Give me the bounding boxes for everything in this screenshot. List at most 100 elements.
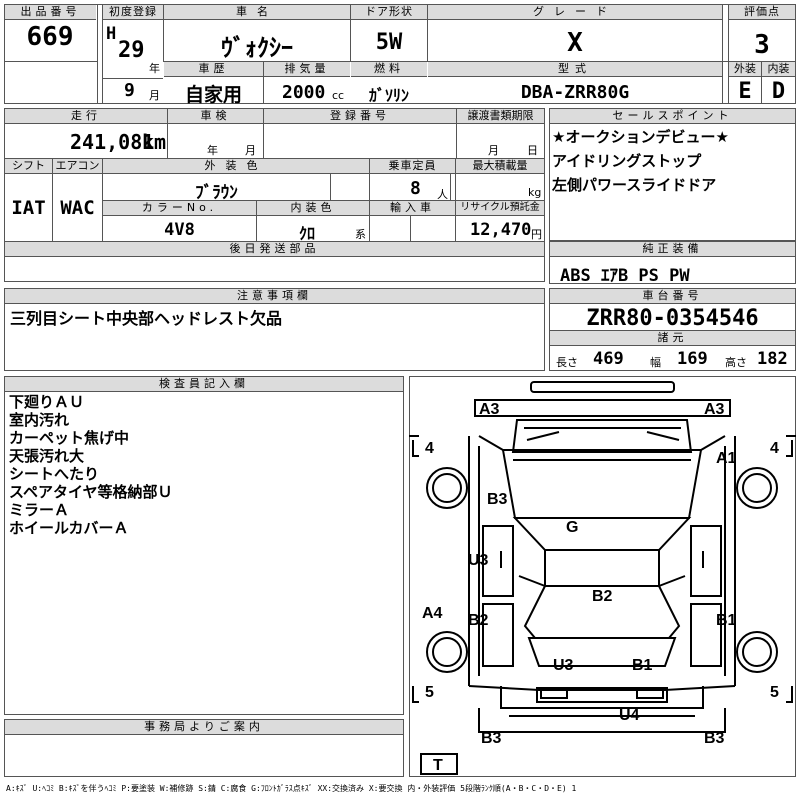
- capacity: 8: [410, 178, 421, 199]
- color-label: 外装色: [103, 159, 369, 174]
- tire-fl: 4: [425, 440, 434, 457]
- fuel: ｶﾞｿﾘﾝ: [368, 86, 409, 105]
- spec-label: 諸元: [550, 331, 795, 346]
- transfer-month-unit: 月: [488, 144, 499, 157]
- grade-label: グレード: [428, 5, 722, 20]
- inspector-line-5: シートへたり: [9, 465, 100, 483]
- inspector-line-3: カーペット焦げ中: [9, 429, 130, 447]
- color-no-label: カラーNo.: [103, 201, 256, 216]
- sales-points-block: [549, 108, 796, 241]
- office-label: 事務局よりご案内: [5, 720, 403, 735]
- lot-no-label: 出品番号: [5, 5, 96, 20]
- shift: IAT: [11, 197, 46, 219]
- interior-color-unit: 系: [355, 228, 366, 241]
- mileage: 241,081: [70, 130, 155, 154]
- interior-label: 内装: [762, 62, 795, 77]
- notes-value: 三列目シート中央部ヘッドレスト欠品: [10, 309, 283, 328]
- load-unit: kg: [528, 186, 542, 199]
- month: 9: [124, 80, 135, 101]
- exterior-label: 外装: [729, 62, 761, 77]
- color-no: 4V8: [164, 220, 195, 240]
- notes-block: [4, 288, 545, 371]
- mark-g: G: [566, 519, 579, 536]
- notes-label: 注意事項欄: [5, 289, 544, 304]
- width: 169: [677, 349, 708, 369]
- car-diagram: [409, 376, 796, 777]
- door-label: ドア形状: [351, 5, 427, 20]
- model-label: 型式: [428, 62, 722, 77]
- recycle-label: リサイクル預託金: [456, 201, 544, 216]
- height-label: 高さ: [725, 356, 747, 369]
- ac-label: エアコン: [53, 159, 102, 174]
- import-label: 輸入車: [370, 201, 455, 216]
- mark-a3-right: A3: [704, 401, 725, 418]
- recycle: 12,470: [470, 220, 532, 240]
- door: 5W: [375, 30, 403, 55]
- first-reg-label: 初度登録: [103, 5, 163, 20]
- later-parts-label: 後日発送部品: [5, 242, 544, 257]
- car-outline: [409, 381, 796, 775]
- color: ﾌﾞﾗｳﾝ: [195, 183, 238, 203]
- reg-no-label: 登録番号: [264, 109, 456, 124]
- sales-point-1: ★オークションデビュー★: [552, 128, 729, 146]
- era: H: [106, 24, 117, 44]
- month-unit: 月: [149, 89, 160, 102]
- grade: X: [567, 28, 583, 58]
- load-label: 最大積載量: [456, 159, 544, 174]
- displacement-label: 排気量: [264, 62, 350, 77]
- mark-a4: A4: [422, 605, 443, 622]
- car-name: ｳﾞｫｸｼｰ: [221, 34, 293, 62]
- mark-b3-bottom-left: B3: [481, 730, 502, 747]
- inspector-line-7: ミラーＡ: [9, 501, 70, 519]
- inspection-year-unit: 年: [207, 144, 218, 157]
- sales-point-2: アイドリングストップ: [552, 152, 702, 170]
- exterior-score: E: [738, 79, 752, 104]
- office-block: [4, 719, 404, 777]
- mark-b2-left: B2: [468, 612, 489, 629]
- chassis-block: [549, 288, 796, 371]
- inspector-line-6: スペアタイヤ等格納部Ｕ: [9, 483, 173, 501]
- mileage-unit: km: [142, 130, 167, 154]
- ac: WAC: [60, 197, 95, 219]
- history: 自家用: [184, 84, 242, 106]
- mark-a3-left: A3: [479, 401, 500, 418]
- interior-score: D: [771, 79, 786, 104]
- interior-color-label: 内装色: [257, 201, 369, 216]
- inspector-line-1: 下廻りＡＵ: [9, 393, 85, 411]
- inspection-month-unit: 月: [245, 144, 256, 157]
- lot-no: 669: [26, 22, 74, 52]
- mileage-label: 走行: [5, 109, 167, 124]
- mark-b3-upper: B3: [487, 491, 508, 508]
- history-label: 車歴: [164, 62, 263, 77]
- mark-u4: U4: [619, 707, 640, 724]
- displacement: 2000: [282, 82, 326, 103]
- chassis-label: 車台番号: [550, 289, 795, 304]
- recycle-unit: 円: [531, 228, 542, 241]
- sales-points-label: セールスポイント: [550, 109, 795, 124]
- capacity-label: 乗車定員: [370, 159, 455, 174]
- mark-u3-bottom: U3: [553, 657, 574, 674]
- model: DBA-ZRR80G: [520, 82, 630, 103]
- legend: A:ｷｽﾞ U:ﾍｺﾐ B:ｷｽﾞを伴うﾍｺﾐ P:要塗装 W:補修跡 S:錆 …: [6, 784, 577, 793]
- sales-point-3: 左側パワースライドドア: [552, 176, 717, 194]
- interior-color: ｸﾛ: [298, 224, 315, 243]
- length-label: 長さ: [556, 356, 578, 369]
- inspector-line-4: 天張汚れ大: [9, 447, 85, 465]
- inspection-label: 車検: [168, 109, 263, 124]
- mark-b2-center: B2: [592, 588, 613, 605]
- shift-label: シフト: [5, 159, 52, 174]
- equipment-block: [549, 241, 796, 284]
- capacity-unit: 人: [437, 188, 448, 201]
- inspector-line-2: 室内汚れ: [9, 411, 70, 429]
- car-name-label: 車名: [164, 5, 350, 20]
- mark-b3-bottom-right: B3: [704, 730, 725, 747]
- width-label: 幅: [650, 356, 661, 369]
- mark-b1-bottom: B1: [632, 657, 653, 674]
- displacement-unit: cc: [332, 89, 345, 102]
- height: 182: [757, 349, 788, 369]
- mark-u3-left: U3: [468, 552, 489, 569]
- mark-b1-right: B1: [716, 612, 737, 629]
- inspector-line-8: ホイールカバーＡ: [9, 519, 129, 537]
- equipment-label: 純正装備: [550, 242, 795, 257]
- tire-rr: 5: [770, 684, 779, 701]
